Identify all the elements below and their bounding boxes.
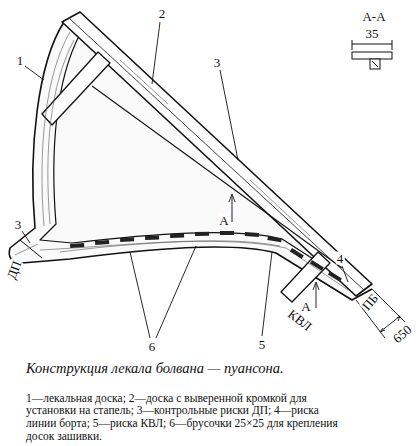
fixing-bar	[310, 260, 324, 271]
fixing-bar	[195, 232, 209, 236]
dimension-value: 35	[365, 27, 380, 40]
fixing-bar	[328, 271, 342, 282]
fixing-bar	[245, 232, 259, 237]
mark-label: ДП	[4, 258, 23, 281]
callout-number: 4	[336, 252, 345, 265]
fixing-bar	[70, 243, 84, 248]
fixing-bar	[267, 236, 281, 242]
section-mark: А	[300, 300, 311, 313]
fixing-bar	[145, 236, 159, 240]
callout-number: 1	[16, 54, 25, 67]
callout-number: 3	[14, 218, 23, 231]
fixing-bar	[95, 240, 109, 245]
fixing-bar	[170, 234, 184, 238]
callout-number: 2	[158, 7, 167, 20]
legend-text: 1—лекальная доска; 2—доска с выверенной …	[26, 392, 344, 444]
fixing-bar	[290, 248, 304, 259]
callout-number: 5	[258, 338, 267, 351]
callout-number: 3	[213, 56, 222, 69]
fixing-bar	[220, 231, 234, 235]
fixing-bar	[120, 237, 134, 242]
section-mark: А	[218, 214, 229, 227]
section-title: А-А	[361, 10, 386, 23]
callout-number: 6	[148, 340, 157, 353]
dimension-value: 650	[390, 322, 415, 346]
figure-caption: Конструкция лекала болвана — пуансона.	[26, 360, 336, 377]
